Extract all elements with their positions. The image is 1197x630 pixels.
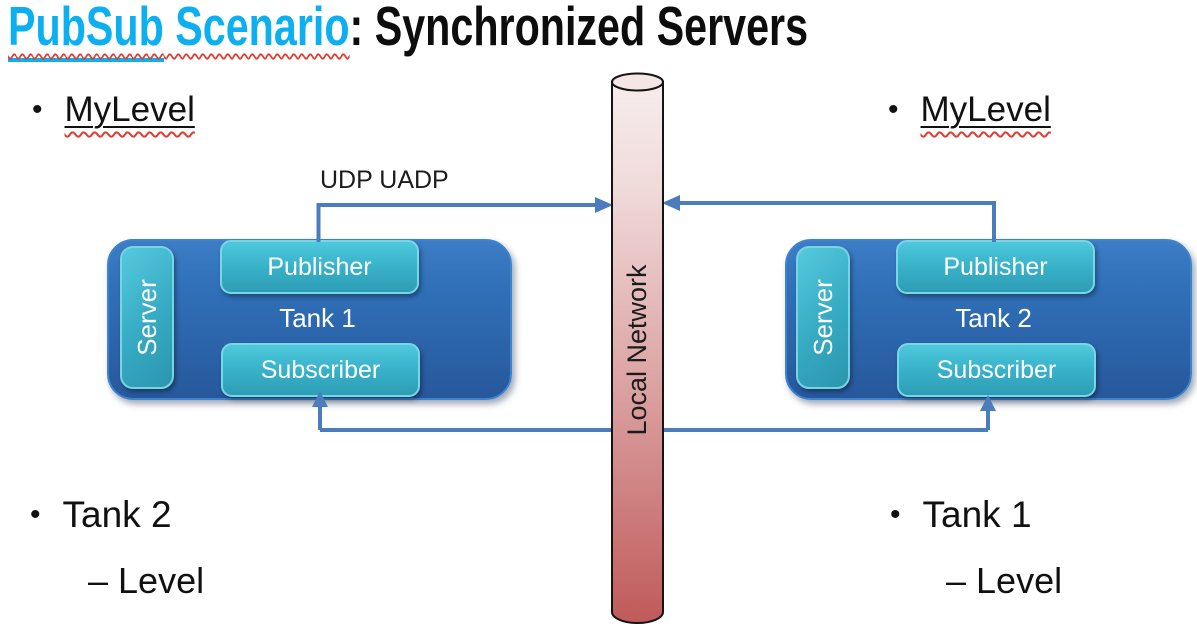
arrow-right-publisher-to-network: [678, 201, 996, 242]
subscriber-left-label: Subscriber: [260, 355, 381, 384]
bullet-tank1: • Tank 1: [890, 494, 1032, 536]
bullet-mylevel-left-text: MyLevel: [64, 90, 195, 129]
subbullet-level-left: – Level: [88, 560, 205, 601]
publisher-right-label: Publisher: [943, 252, 1048, 281]
publisher-box-left: Publisher: [220, 240, 419, 294]
subbullet-level-right: – Level: [946, 560, 1063, 601]
bullet-tank2: • Tank 2: [30, 494, 172, 536]
bullet-mylevel-right-text: MyLevel: [920, 90, 1051, 129]
local-network-cylinder: Local Network: [611, 72, 664, 624]
title-word-scenario: Scenario: [163, 0, 350, 57]
arrowhead-into-subscriber-right: [980, 395, 996, 411]
udp-uadp-label: UDP UADP: [320, 166, 449, 194]
bullet-marker: •: [30, 498, 41, 531]
bullet-marker: •: [32, 93, 43, 126]
bullet-marker: •: [890, 498, 901, 531]
title-highlight: PubSub Scenario: [8, 0, 350, 62]
publisher-left-label: Publisher: [267, 252, 372, 281]
bullet-marker: •: [888, 93, 899, 126]
bullet-text-wrap: MyLevel: [65, 90, 195, 130]
subscriber-box-right: Subscriber: [897, 343, 1096, 397]
tank1-label: Tank 1: [279, 303, 356, 333]
subscriber-right-label: Subscriber: [936, 355, 1057, 384]
bullet-mylevel-right: • MyLevel: [888, 90, 1051, 130]
arrowhead-into-network-left: [595, 197, 613, 213]
publisher-box-right: Publisher: [896, 240, 1095, 294]
arrowhead-into-subscriber-left: [312, 391, 328, 407]
slide-title: PubSub Scenario: Synchronized Servers: [8, 0, 809, 62]
bullet-mylevel-left: • MyLevel: [32, 90, 195, 130]
server-tab-left: Server: [120, 246, 174, 389]
server-tab-right: Server: [796, 246, 850, 389]
title-rest: : Synchronized Servers: [349, 0, 809, 57]
arrowhead-into-network-right: [662, 195, 680, 211]
tank2-label: Tank 2: [955, 303, 1032, 333]
arrow-left-publisher-to-network: [316, 203, 597, 242]
cylinder-body: [611, 81, 664, 624]
subscriber-box-left: Subscriber: [221, 343, 420, 397]
bullet-text-wrap: MyLevel: [921, 90, 1051, 130]
title-word-pubsub: PubSub: [8, 0, 164, 62]
cylinder-top: [611, 72, 664, 92]
local-network-label: Local Network: [622, 264, 652, 436]
bullet-tank1-text: Tank 1: [922, 494, 1032, 535]
bullet-tank2-text: Tank 2: [62, 494, 172, 535]
